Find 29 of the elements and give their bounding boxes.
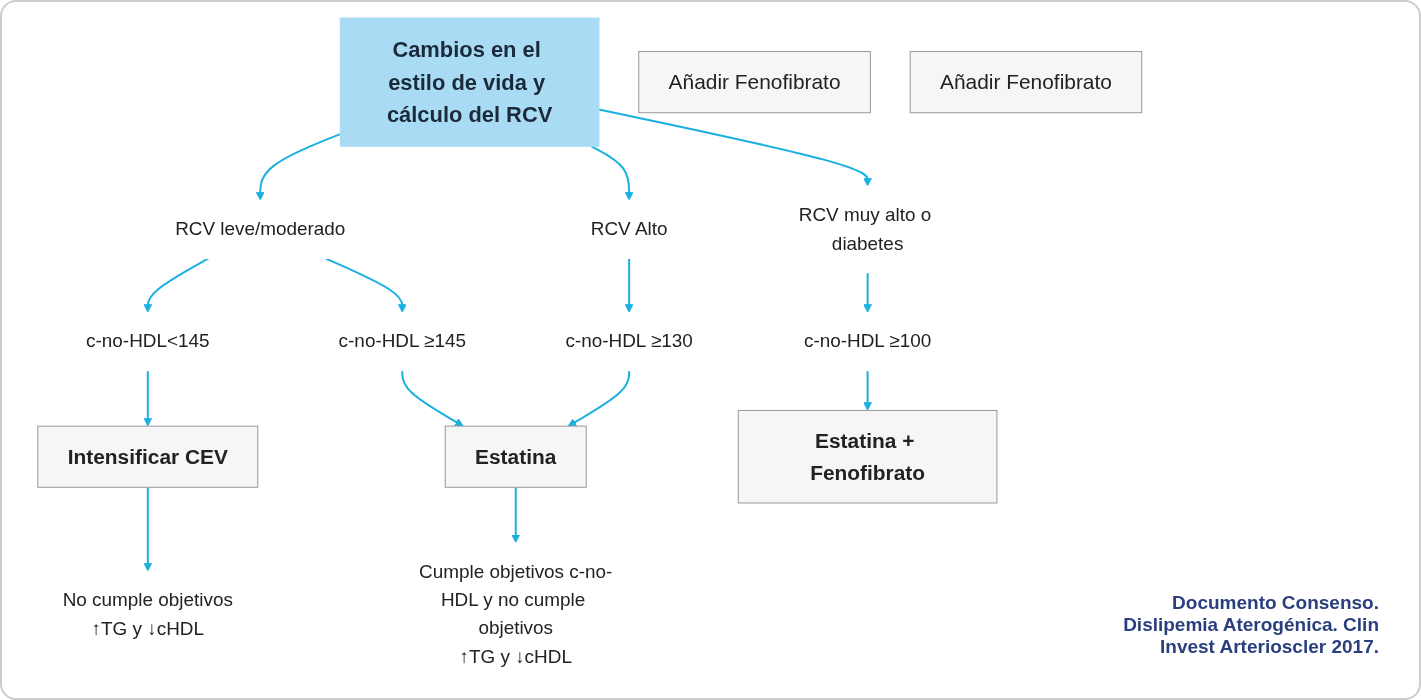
arrow <box>862 369 872 411</box>
arrow <box>255 133 341 201</box>
arrow <box>324 257 407 313</box>
node-box: Cambios en el estilo de vida y cálculo del RCV <box>339 17 600 147</box>
node-text: c-no-HDL ≥145 <box>338 330 466 352</box>
node-box: Estatina <box>444 425 587 488</box>
arrow <box>143 257 210 313</box>
citation-text: Documento Consenso. Dislipemia Aterogénica. Clin Invest Arterioscler 2017. <box>1122 592 1379 658</box>
arrow <box>862 271 872 313</box>
node-text: c-no-HDL ≥100 <box>803 330 931 352</box>
node-text: c-no-HDL ≥130 <box>565 330 693 352</box>
arrow <box>567 369 630 427</box>
node-box: Estatina + Fenofibrato <box>737 409 998 504</box>
node-text: Cumple objetivos c-no-HDL y no cumple objetivos ↑TG y ↓cHDL <box>418 560 613 667</box>
arrow <box>143 369 152 427</box>
node-box: Añadir Fenofibrato <box>637 51 871 114</box>
node-box: Intensificar CEV <box>37 425 258 488</box>
node-text: RCV leve/moderado <box>174 218 346 240</box>
arrow <box>597 108 872 187</box>
arrow <box>624 257 634 313</box>
node-text: RCV Alto <box>590 218 668 240</box>
node-text: No cumple objetivos ↑TG y ↓cHDL <box>62 589 233 639</box>
node-box: Añadir Fenofibrato <box>909 51 1142 114</box>
arrow <box>401 369 464 427</box>
node-text: c-no-HDL<145 <box>85 330 210 352</box>
arrow <box>511 486 520 544</box>
arrow <box>590 145 634 201</box>
node-text: RCV muy alto o diabetes <box>798 204 931 254</box>
arrow <box>143 486 152 572</box>
